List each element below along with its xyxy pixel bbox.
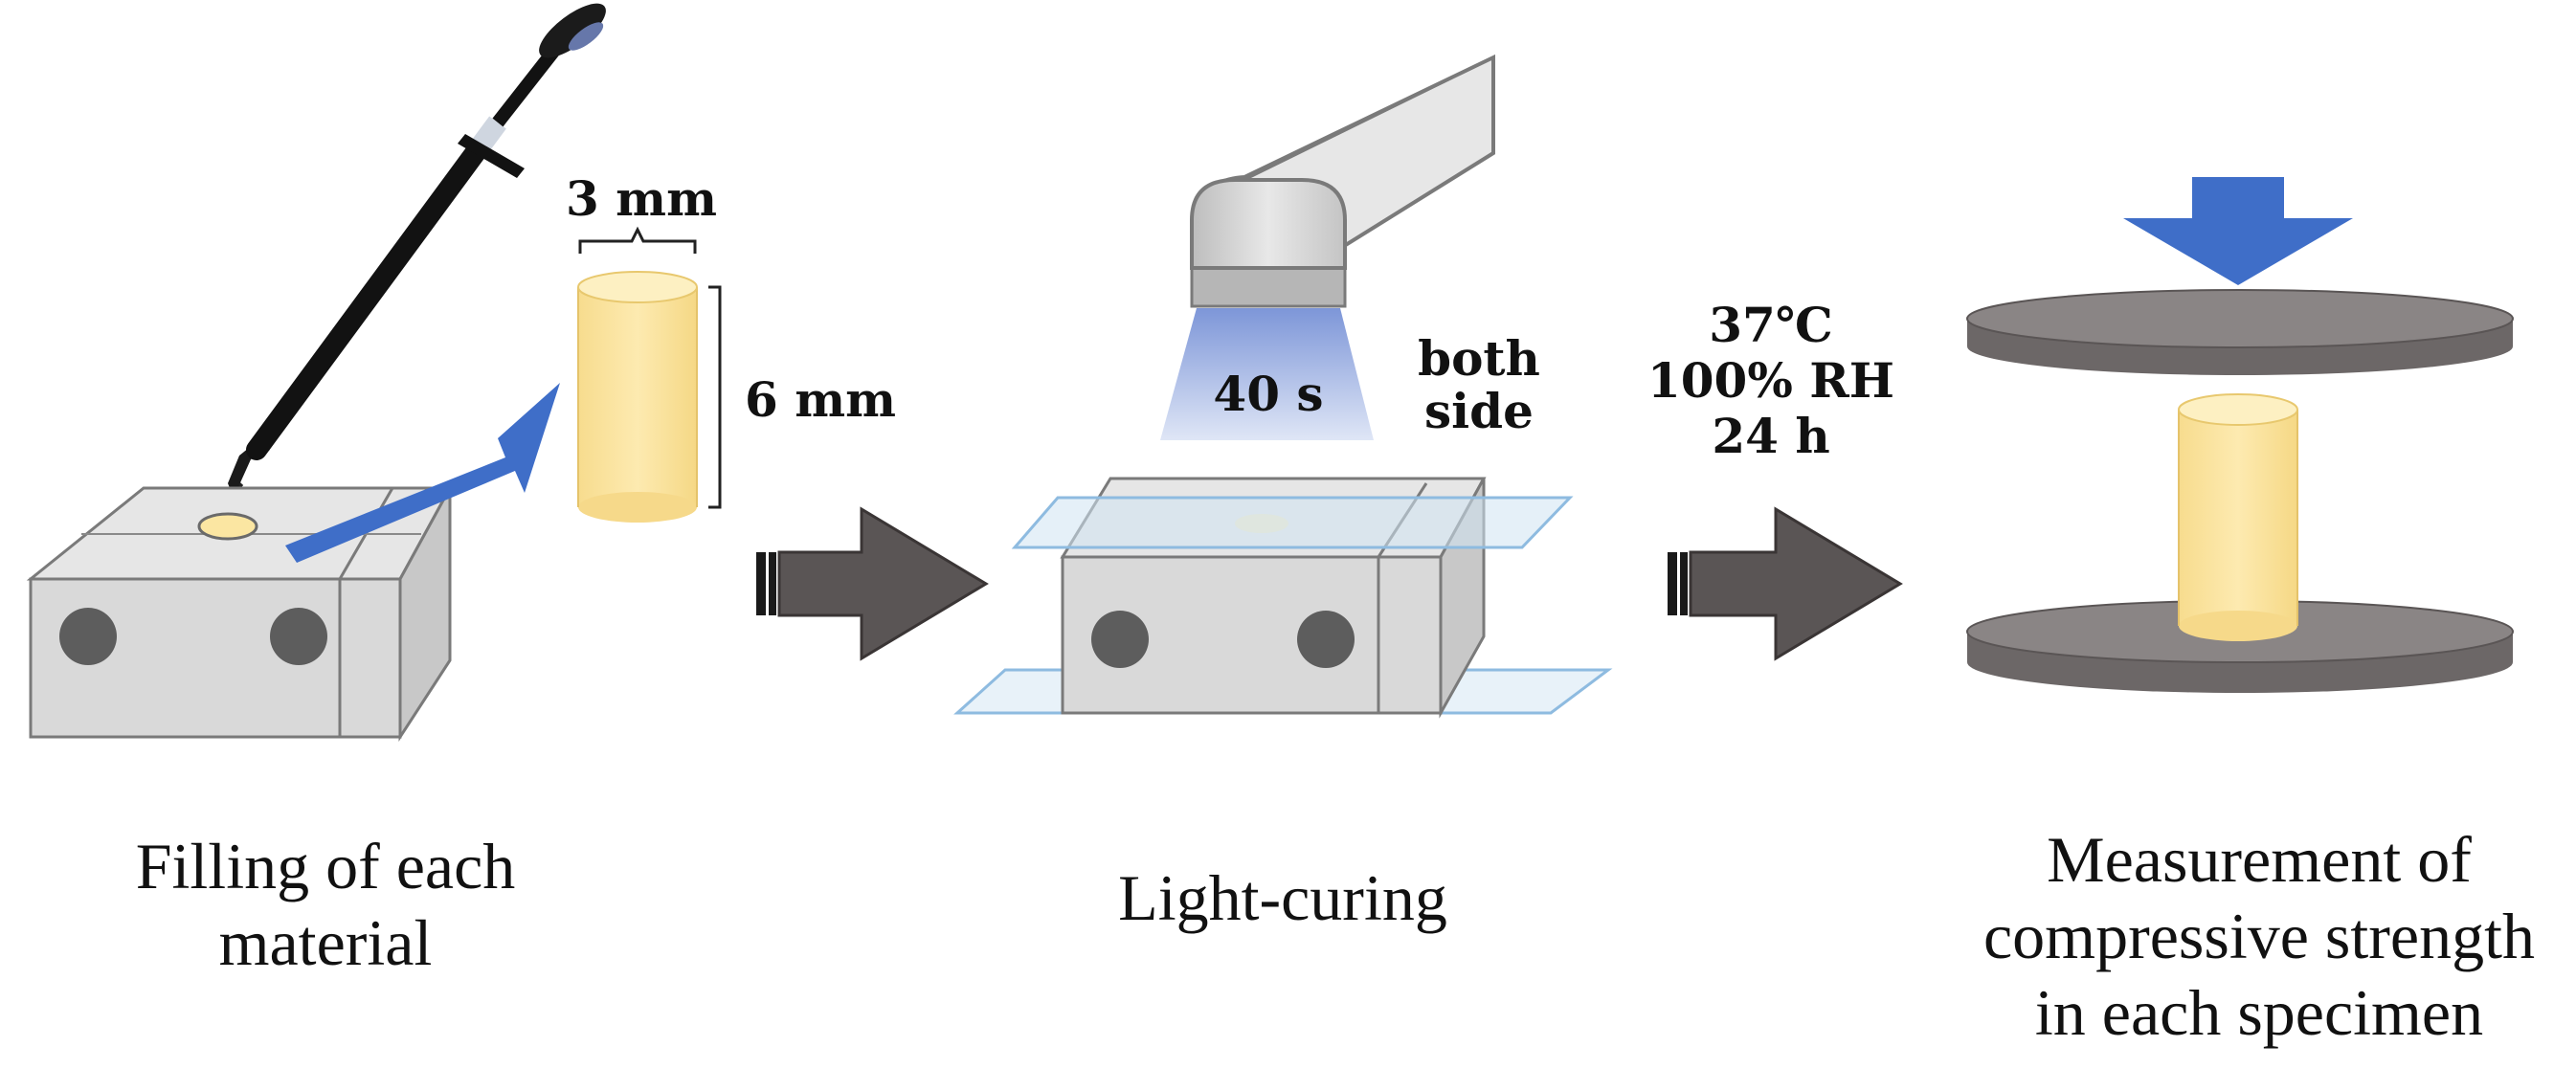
step2-caption-line1: Light-curing [1118,861,1447,934]
mold-screw-right [270,608,327,665]
specimen-hole [197,512,258,541]
mold-block [26,486,453,743]
mold-screw-left [59,608,117,665]
mold-screw-right [1297,611,1355,668]
mold-block-curing [953,477,1613,719]
specimen-cylinder [577,271,698,523]
step1-caption: Filling of each material [57,828,594,981]
light-beam [1160,308,1374,440]
press-arrow-icon [2123,177,2353,285]
storage-humidity-label: 100% RH [1646,352,1895,409]
step2-caption: Light-curing [1034,859,1532,936]
step3-caption-line2: compressive strength [1983,900,2535,972]
curing-side-label-1: both [1418,330,1540,387]
dimension-bracket-diameter [578,226,697,254]
process-arrow-1 [756,506,989,661]
specimen-under-test [2178,393,2298,641]
step3-caption-line3: in each specimen [2034,976,2484,1049]
storage-temp-label: 37℃ [1709,297,1833,353]
process-arrow-2 [1668,506,1903,661]
step3-caption: Measurement of compressive strength in e… [1943,821,2575,1051]
step1-caption-line1: Filling of each [135,830,516,902]
step3-caption-line1: Measurement of [2047,823,2472,896]
mold-screw-left [1091,611,1149,668]
height-label: 6 mm [745,371,897,428]
glass-slide-top [1011,496,1574,549]
curing-side-label-2: side [1424,383,1534,439]
diameter-label: 3 mm [565,170,717,227]
upper-plate [1966,289,2514,375]
blue-arrow-icon [285,383,560,563]
syringe-icon [219,3,606,523]
step1-caption-line2: material [218,906,433,979]
curing-light-icon [1160,54,1495,440]
dimension-bracket-height [708,285,722,509]
curing-time-label: 40 s [1213,366,1324,422]
storage-duration-label: 24 h [1712,408,1830,464]
